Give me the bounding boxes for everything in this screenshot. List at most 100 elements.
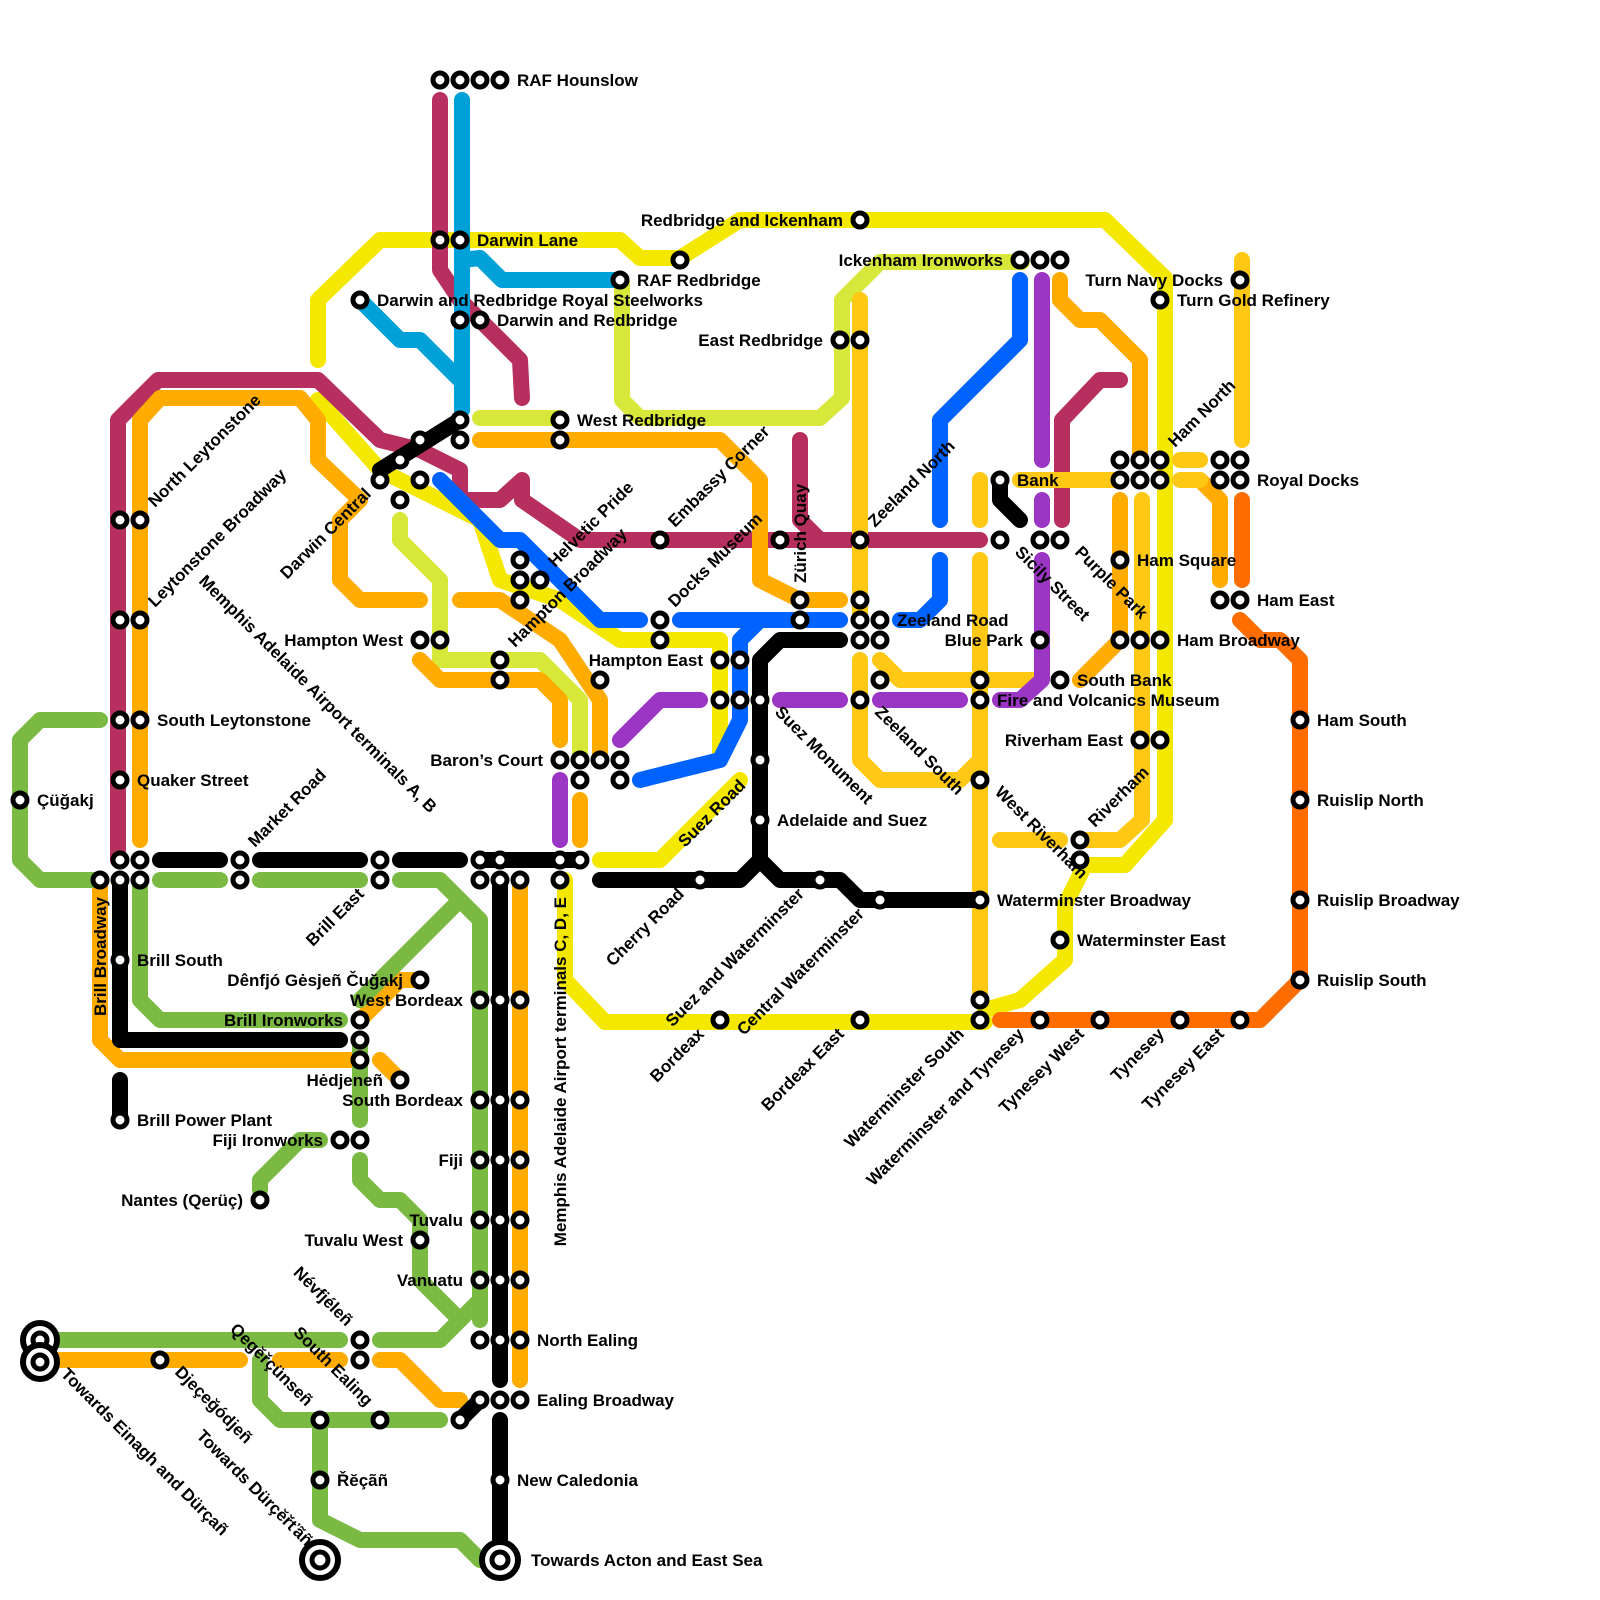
station-nevfjelen-marker[interactable] [350,1350,370,1370]
station-ham-east-marker[interactable] [1230,590,1250,610]
station-recan-marker[interactable] [310,1470,330,1490]
station-ham-south-marker[interactable] [1290,710,1310,730]
station-ealing-broadway-marker[interactable] [470,1390,490,1410]
station-qeqercunsen-marker[interactable] [310,1410,330,1430]
station-brill-broadway-marker[interactable] [130,850,150,870]
station-brill-broadway-marker[interactable] [130,870,150,890]
station-memphis-cde-marker[interactable] [550,870,570,890]
station-ham-north-marker[interactable] [1150,450,1170,470]
station-memphis-ab-marker[interactable] [490,850,510,870]
station-raf-redbridge-marker[interactable] [610,270,630,290]
station-north-leytonstone-marker[interactable] [110,510,130,530]
station-tynesey-west-marker[interactable] [1090,1010,1110,1030]
station-hampton-west-marker[interactable] [410,630,430,650]
station-barons-court-marker[interactable] [570,770,590,790]
station-ham-north-marker[interactable] [1110,470,1130,490]
station-fiji-marker[interactable] [490,1150,510,1170]
station-riverham-marker[interactable] [1070,830,1090,850]
station-zurich-quay-marker[interactable] [790,590,810,610]
station-west-redbridge-marker[interactable] [550,430,570,450]
station-leytonstone-broadway-marker[interactable] [110,610,130,630]
station-helvetic-pride-marker[interactable] [510,590,530,610]
station-brill-broadway-marker[interactable] [90,870,110,890]
station-darwin-and-redbridge-marker[interactable] [450,310,470,330]
station-barons-court-marker[interactable] [550,750,570,770]
station-hedjenen-marker[interactable] [390,1070,410,1090]
station-raf-hounslow-marker[interactable] [450,70,470,90]
station-market-road-marker[interactable] [230,870,250,890]
station-memphis-cde-marker[interactable] [550,850,570,870]
station-west-bordeax-marker[interactable] [490,990,510,1010]
station-waterminster-south-marker[interactable] [970,990,990,1010]
station-leytonstone-broadway-marker[interactable] [130,610,150,630]
station-hampton-east-marker[interactable] [730,650,750,670]
station-barons-court-marker[interactable] [570,750,590,770]
station-east-redbridge-marker[interactable] [850,330,870,350]
station-bordeax-marker[interactable] [710,1010,730,1030]
station-barons-court-marker[interactable] [610,770,630,790]
station-redbridge-ickenham-yellow-marker[interactable] [670,250,690,270]
station-memphis-ab-marker[interactable] [470,850,490,870]
station-ealing-broadway-marker[interactable] [490,1390,510,1410]
station-blue-park-marker[interactable] [1030,630,1050,650]
station-central-waterminster-marker[interactable] [870,890,890,910]
station-tuvalu-west-marker[interactable] [410,1230,430,1250]
station-suez-monument-marker[interactable] [710,690,730,710]
station-north-ealing-marker[interactable] [510,1330,530,1350]
station-north-leytonstone-marker[interactable] [130,510,150,530]
station-suez-road-marker[interactable] [750,750,770,770]
station-turn-navy-docks-marker[interactable] [1230,270,1250,290]
station-hampton-west-marker[interactable] [430,630,450,650]
station-zeeland-road-marker[interactable] [850,590,870,610]
station-ham-north-marker[interactable] [1150,470,1170,490]
station-tuvalu-marker[interactable] [490,1210,510,1230]
station-raf-hounslow-marker[interactable] [430,70,450,90]
station-ealing-broadway-marker[interactable] [450,1410,470,1430]
station-fiji-marker[interactable] [510,1150,530,1170]
station-ruislip-broadway-marker[interactable] [1290,890,1310,910]
station-zurich-quay-marker[interactable] [790,610,810,630]
station-brill-ironworks-marker[interactable] [350,1050,370,1070]
station-ham-north-marker[interactable] [1130,450,1150,470]
station-cherry-road-marker[interactable] [690,870,710,890]
station-purple-park-marker[interactable] [1030,530,1050,550]
station-darwin-central-marker[interactable] [410,430,430,450]
station-ealing-broadway-marker[interactable] [510,1390,530,1410]
station-helvetic-pride-marker[interactable] [530,570,550,590]
station-brill-south-marker[interactable] [110,950,130,970]
station-west-bordeax-marker[interactable] [510,990,530,1010]
station-tuvalu-marker[interactable] [510,1210,530,1230]
station-suez-monument-marker[interactable] [730,690,750,710]
station-docks-museum-blue-marker[interactable] [650,610,670,630]
station-darwin-central-marker[interactable] [450,410,470,430]
station-zeeland-gold-marker[interactable] [870,670,890,690]
station-denfjo-marker[interactable] [410,970,430,990]
station-nantes-marker[interactable] [250,1190,270,1210]
station-purple-park-marker[interactable] [1050,530,1070,550]
station-ruislip-south-marker[interactable] [1290,970,1310,990]
station-brill-east-marker[interactable] [370,870,390,890]
station-west-riverham-marker[interactable] [970,770,990,790]
station-darwin-central-marker[interactable] [410,470,430,490]
station-nevfjelen-marker[interactable] [350,1330,370,1350]
station-quaker-street-marker[interactable] [110,770,130,790]
station-redbridge-ickenham-marker[interactable] [850,210,870,230]
station-embassy-corner-marker[interactable] [650,530,670,550]
station-fiji-ironworks-marker[interactable] [330,1130,350,1150]
station-zeeland-road-marker[interactable] [870,610,890,630]
station-fire-volcanics-marker[interactable] [970,670,990,690]
station-riverham-east-marker[interactable] [1150,730,1170,750]
station-hampton-broadway-marker[interactable] [490,650,510,670]
station-zeeland-north-marker[interactable] [850,530,870,550]
station-brill-broadway-marker[interactable] [110,870,130,890]
station-darwin-and-redbridge-marker[interactable] [470,310,490,330]
station-north-ealing-marker[interactable] [490,1330,510,1350]
station-south-leytonstone-marker[interactable] [110,710,130,730]
station-ruislip-north-marker[interactable] [1290,790,1310,810]
station-ham-broadway-marker[interactable] [1130,630,1150,650]
station-north-ealing-marker[interactable] [470,1330,490,1350]
station-docks-museum-blue-marker[interactable] [650,630,670,650]
station-waterminster-south-marker[interactable] [970,1010,990,1030]
station-east-redbridge-marker[interactable] [830,330,850,350]
station-tuvalu-marker[interactable] [470,1210,490,1230]
